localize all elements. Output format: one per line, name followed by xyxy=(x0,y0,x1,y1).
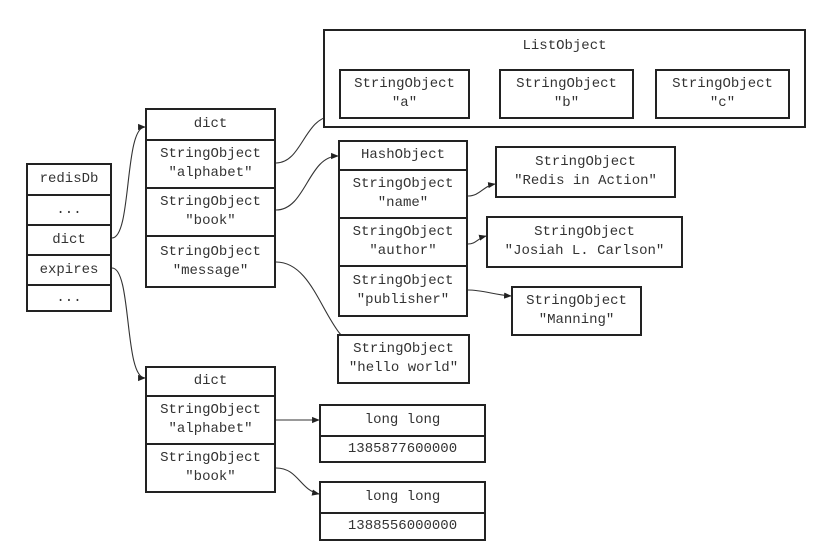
hash-value-redis-in-action-type: StringObject xyxy=(535,154,636,170)
expire-value-alphabet-type: long long xyxy=(364,412,441,428)
expires-key-book-type: StringObject xyxy=(160,450,261,466)
hash-field-publisher-value: "publisher" xyxy=(356,292,450,308)
expires-key-book: StringObject "book" xyxy=(147,443,274,491)
dict-expires: dict StringObject "alphabet" StringObjec… xyxy=(145,366,276,493)
arrow-name-to-redis-in-action xyxy=(467,182,496,197)
list-item-a-value: "a" xyxy=(391,95,418,111)
hash-field-publisher-type: StringObject xyxy=(352,273,454,289)
hash-field-name-value: "name" xyxy=(377,195,429,211)
arrow-expire-book-to-longlong xyxy=(275,467,320,496)
expire-value-book-type: long long xyxy=(364,489,441,505)
hash-field-name: StringObject "name" xyxy=(340,169,466,217)
arrow-book-to-hashobject xyxy=(275,152,339,211)
expire-value-alphabet: long long 1385877600000 xyxy=(319,404,486,463)
arrow-publisher-to-manning xyxy=(467,289,512,299)
dict-keyspace-header: dict xyxy=(193,116,228,132)
hash-value-josiah-value: "Josiah L. Carlson" xyxy=(504,243,665,259)
list-item-b-value: "b" xyxy=(553,95,580,111)
redisdb-cell-ellipsis-bottom: ... xyxy=(28,284,110,310)
hash-field-publisher: StringObject "publisher" xyxy=(340,265,466,315)
list-item-a: StringObject "a" xyxy=(339,69,470,119)
hash-object: HashObject StringObject "name" StringObj… xyxy=(338,140,468,317)
redisdb-struct: redisDb ... dict expires ... xyxy=(26,163,112,312)
dict-key-message-value: "message" xyxy=(172,262,249,279)
expires-key-alphabet-value: "alphabet" xyxy=(168,421,253,437)
hash-value-manning-type: StringObject xyxy=(526,293,627,309)
list-item-c: StringObject "c" xyxy=(655,69,790,119)
hash-value-manning-value: "Manning" xyxy=(538,312,615,328)
hash-value-manning: StringObject "Manning" xyxy=(511,286,642,336)
hash-value-redis-in-action: StringObject "Redis in Action" xyxy=(495,146,676,198)
hash-field-author-value: "author" xyxy=(369,243,437,259)
dict-key-message-type: StringObject xyxy=(160,243,261,260)
expires-key-alphabet-type: StringObject xyxy=(160,402,261,418)
dict-key-alphabet: StringObject "alphabet" xyxy=(147,139,274,187)
expires-key-book-value: "book" xyxy=(185,469,236,485)
list-item-b: StringObject "b" xyxy=(499,69,634,119)
dict-key-alphabet-value: "alphabet" xyxy=(168,165,253,181)
expires-key-alphabet: StringObject "alphabet" xyxy=(147,395,274,443)
message-value-type: StringObject xyxy=(353,341,454,357)
expire-value-alphabet-timestamp: 1385877600000 xyxy=(321,435,484,461)
dict-key-book-type: StringObject xyxy=(160,194,261,210)
hash-field-name-type: StringObject xyxy=(352,176,454,192)
dict-key-alphabet-type: StringObject xyxy=(160,146,261,162)
message-value-hello-world: StringObject "hello world" xyxy=(337,334,470,384)
redisdb-cell-dict: dict xyxy=(28,224,110,254)
arrow-author-to-josiah xyxy=(467,234,487,245)
hash-value-josiah: StringObject "Josiah L. Carlson" xyxy=(486,216,683,268)
list-object-title: ListObject xyxy=(522,38,607,54)
arrow-redisdb-expires-to-dict xyxy=(111,267,146,382)
hash-field-author-type: StringObject xyxy=(352,224,454,240)
list-item-c-value: "c" xyxy=(709,95,736,111)
hash-field-author: StringObject "author" xyxy=(340,217,466,265)
redisdb-cell-title: redisDb xyxy=(39,171,99,187)
dict-expires-header: dict xyxy=(193,373,228,389)
redisdb-cell-expires: expires xyxy=(28,254,110,284)
expire-value-book: long long 1388556000000 xyxy=(319,481,486,541)
dict-keyspace: dict StringObject "alphabet" StringObjec… xyxy=(145,108,276,288)
list-item-c-type: StringObject xyxy=(672,76,773,92)
list-item-a-type: StringObject xyxy=(354,76,455,92)
hash-value-josiah-type: StringObject xyxy=(534,224,635,240)
redisdb-cell-ellipsis-top: ... xyxy=(28,194,110,224)
message-value-text: "hello world" xyxy=(348,360,459,376)
dict-key-book-value: "book" xyxy=(185,213,236,229)
dict-key-message: StringObject "message" xyxy=(147,235,274,286)
expire-value-book-timestamp: 1388556000000 xyxy=(321,512,484,539)
list-item-b-type: StringObject xyxy=(516,76,617,92)
hash-object-header: HashObject xyxy=(360,147,445,163)
hash-value-redis-in-action-value: "Redis in Action" xyxy=(514,173,657,189)
dict-key-book: StringObject "book" xyxy=(147,187,274,235)
arrow-redisdb-dict-to-dict xyxy=(111,123,146,239)
